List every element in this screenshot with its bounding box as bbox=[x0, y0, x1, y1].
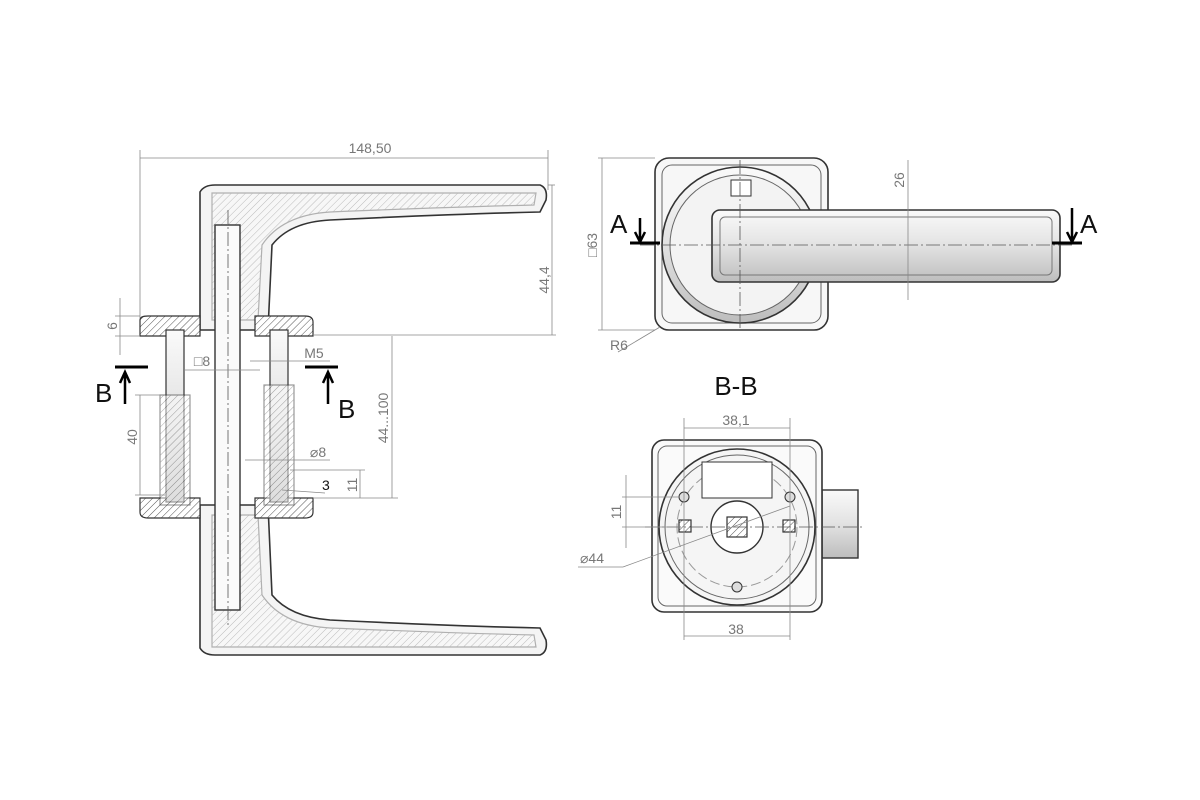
dim-rosette-size: □63 bbox=[584, 233, 600, 257]
lever-handle bbox=[711, 209, 1061, 283]
arrow-down-icon bbox=[1065, 208, 1079, 245]
fixing-point-right bbox=[782, 519, 796, 533]
dim-sleeve-diameter: ⌀8 bbox=[310, 444, 326, 460]
dim-lever-width: 26 bbox=[891, 172, 907, 188]
section-mark-a-left: A bbox=[610, 209, 628, 239]
section-mark-b-left: B bbox=[95, 378, 112, 408]
front-view-labels: 148,50 44,4 6 □8 M5 B B 40 44...100 ⌀8 3… bbox=[95, 140, 552, 493]
arrow-up-icon bbox=[321, 368, 335, 404]
dim-screw-thread: M5 bbox=[304, 345, 324, 361]
dim-overall-width: 148,50 bbox=[349, 140, 392, 156]
dim-top-spacing: 38,1 bbox=[722, 412, 749, 428]
front-section-view bbox=[115, 150, 556, 656]
section-b-b-view: B-B 38,1 38 11 ⌀44 bbox=[578, 371, 862, 640]
arrow-down-icon bbox=[633, 218, 647, 245]
fixing-point-left bbox=[678, 519, 692, 533]
logo-icon bbox=[730, 179, 752, 197]
latch-plate bbox=[701, 461, 773, 499]
dim-corner-radius: R6 bbox=[610, 337, 628, 353]
spindle bbox=[214, 224, 241, 611]
dim-offset: 11 bbox=[344, 478, 360, 493]
rosette-left-top bbox=[139, 315, 201, 337]
section-mark-b-right: B bbox=[338, 394, 355, 424]
section-title: B-B bbox=[714, 371, 757, 401]
dim-vertical-offset: 11 bbox=[608, 505, 624, 520]
dim-screw-length: 40 bbox=[124, 429, 140, 445]
dim-bottom-spacing: 38 bbox=[728, 621, 744, 637]
dim-lever-height: 44,4 bbox=[536, 266, 552, 293]
top-view: A A □63 26 R6 bbox=[584, 157, 1098, 353]
dim-rosette-thickness: 6 bbox=[104, 322, 120, 330]
screw-hole bbox=[731, 581, 743, 593]
dim-diameter: ⌀44 bbox=[580, 550, 604, 566]
section-mark-a-right: A bbox=[1080, 209, 1098, 239]
arrow-up-icon bbox=[118, 368, 132, 404]
item-number: 3 bbox=[322, 477, 330, 493]
dim-door-thickness: 44...100 bbox=[375, 392, 391, 443]
dim-spindle-square: □8 bbox=[194, 353, 210, 369]
spindle-stub bbox=[821, 489, 859, 559]
